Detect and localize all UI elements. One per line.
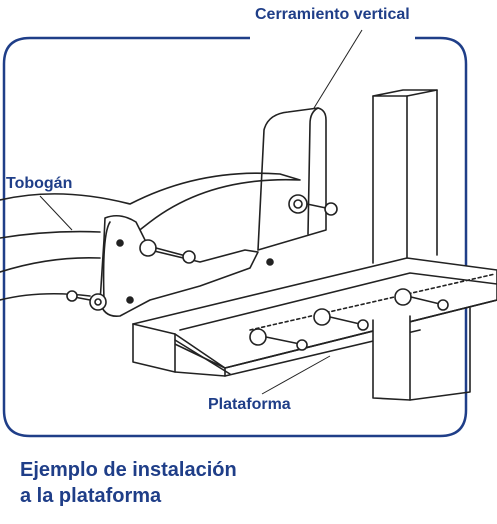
leader-vertical-enclosure bbox=[313, 29, 363, 109]
label-slide: Tobogán bbox=[6, 175, 73, 192]
label-vertical-enclosure: Cerramiento vertical bbox=[255, 6, 410, 23]
vertical-post bbox=[372, 89, 438, 97]
enclosure-bolt bbox=[288, 194, 338, 216]
caption-line-2: a la plataforma bbox=[20, 485, 162, 507]
slide-bolt bbox=[139, 239, 196, 264]
platform-bolts bbox=[249, 288, 449, 351]
platform-leg bbox=[372, 315, 411, 401]
frame-border bbox=[2, 36, 468, 438]
label-platform: Plataforma bbox=[208, 396, 291, 413]
caption-line-1: Ejemplo de instalación bbox=[20, 459, 237, 481]
leader-platform bbox=[261, 355, 331, 395]
slide-chute bbox=[0, 172, 301, 237]
lower-bolt bbox=[66, 290, 107, 311]
caption: Ejemplo de instalación a la plataforma bbox=[20, 457, 237, 509]
leader-slide bbox=[39, 195, 73, 231]
